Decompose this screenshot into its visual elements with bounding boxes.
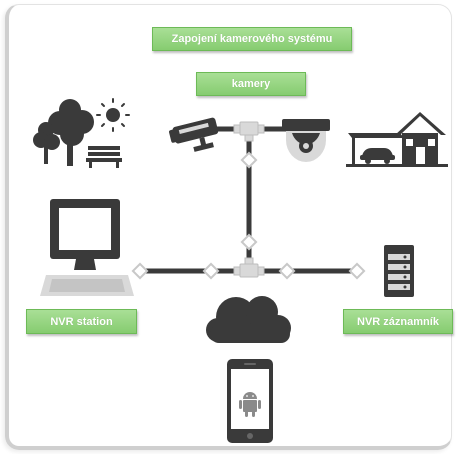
diagram-frame: [5, 4, 452, 450]
title-label: Zapojení kamerového systému: [152, 27, 352, 51]
park-icon: [33, 98, 130, 168]
nvr-recorder-label: NVR záznamník: [343, 309, 453, 334]
center-t-connector: [233, 257, 265, 278]
diamond-connector: [240, 233, 258, 251]
nvr-station-label: NVR station: [26, 309, 137, 334]
cameras-label: kamery: [196, 72, 306, 96]
desktop-computer-icon: [40, 199, 134, 296]
top-t-connector: [233, 121, 265, 142]
diamond-connector: [348, 262, 366, 280]
bullet-camera-icon: [169, 117, 219, 152]
house-garage-icon: [346, 112, 448, 167]
dome-camera-icon: [282, 119, 330, 162]
nvr-recorder-icon: [384, 245, 414, 297]
diamond-connector: [202, 262, 220, 280]
diamond-connector: [278, 262, 296, 280]
android-phone-icon: [227, 359, 273, 443]
diamond-connector: [240, 151, 258, 169]
connection-lines: [140, 126, 360, 274]
diamond-connector: [131, 262, 149, 280]
cloud-icon: [206, 296, 291, 343]
